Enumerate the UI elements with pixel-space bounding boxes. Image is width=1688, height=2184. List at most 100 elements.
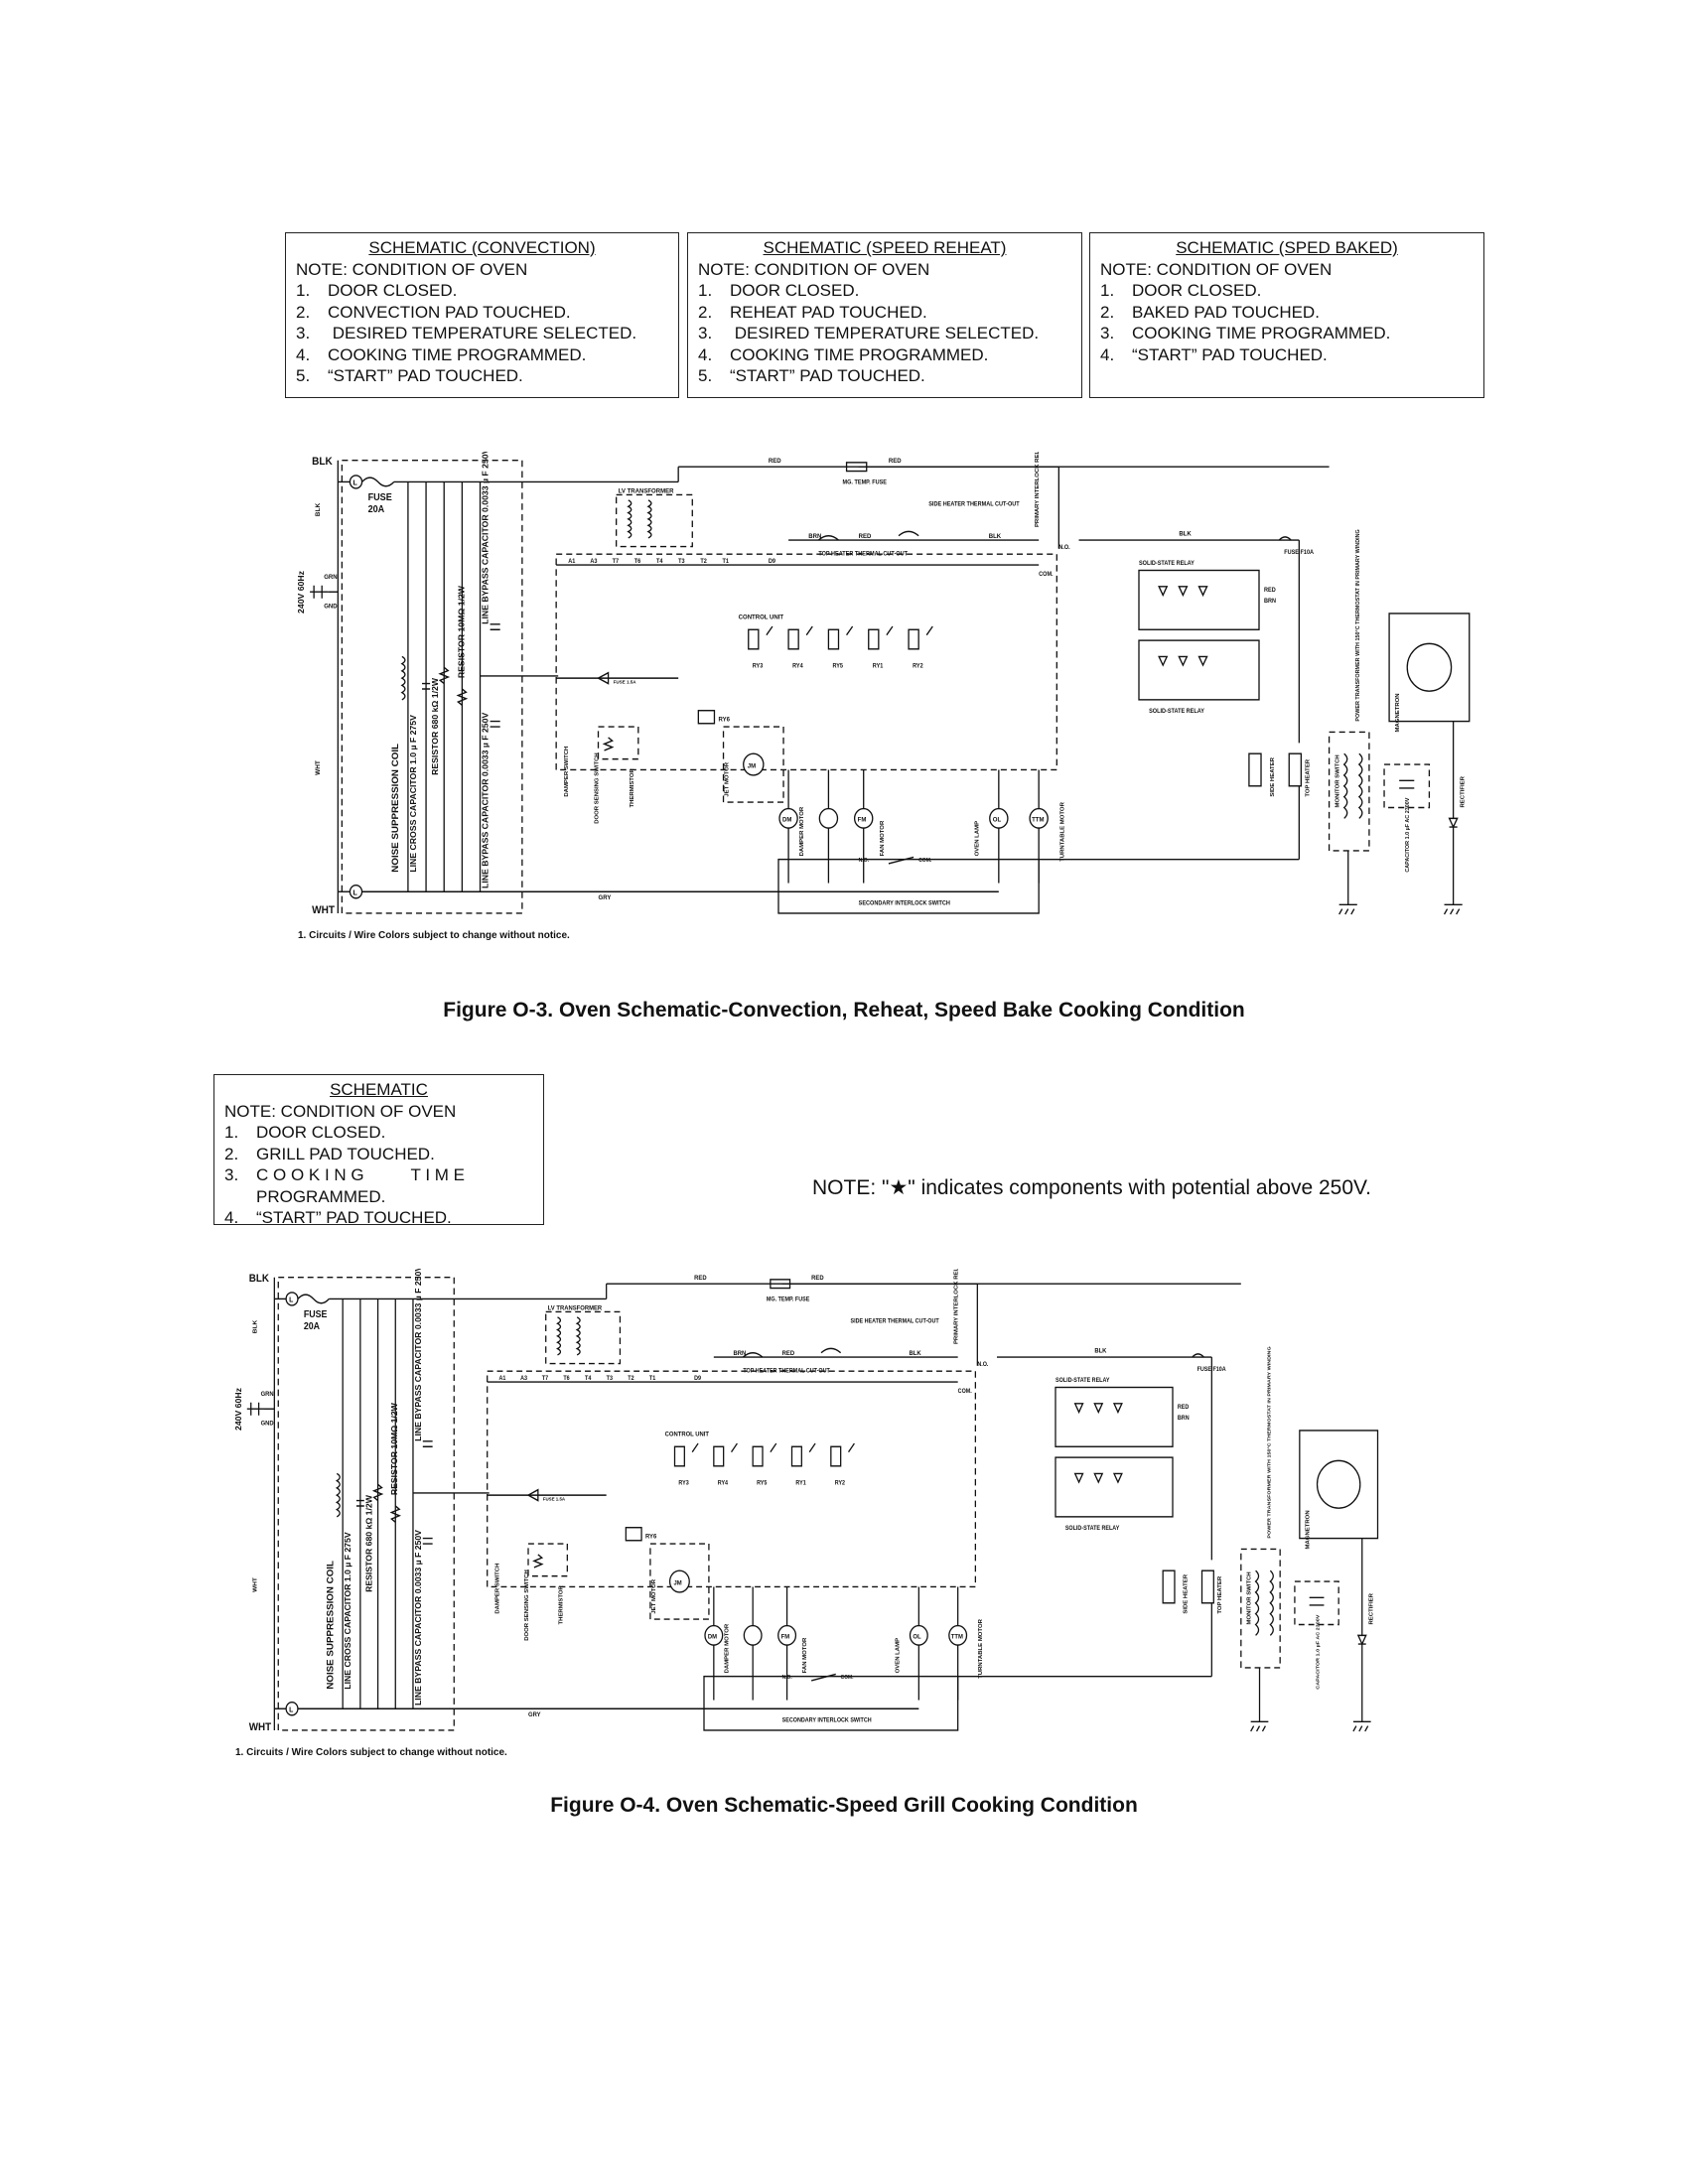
schematic-label: RED (694, 1275, 707, 1282)
fuse-f10a-label: FUSE F10A (1284, 550, 1314, 556)
triac-symbol (1112, 1403, 1123, 1415)
terminal-label: T7 (613, 559, 619, 565)
ground-symbol (1352, 1720, 1371, 1732)
schematic-label: COM. (841, 1675, 854, 1681)
line-bypass-capacitor-top-label: LINE BYPASS CAPACITOR 0.0033 µ F 250V (414, 1269, 423, 1441)
jet-motor-symbol (668, 1570, 690, 1593)
schematic-label: RED (811, 1275, 824, 1282)
schematic-label: TTM (1032, 816, 1044, 823)
rectifier-symbol (1448, 817, 1459, 829)
oven-lamp-label: OVEN LAMP (896, 1638, 902, 1674)
relay-label: RY2 (913, 663, 923, 669)
capacitor-symbol (422, 682, 431, 690)
relay-coil (830, 1445, 842, 1467)
relay-coil (827, 628, 840, 650)
monitor-switch-label: MONITOR SWITCH (1247, 1571, 1253, 1624)
relay-coil (752, 1445, 764, 1467)
noise-filter-box (341, 459, 523, 914)
solid-state-relay-1 (1055, 1386, 1174, 1447)
wire-label-blk: BLK (249, 1274, 270, 1286)
relay-coil (790, 1445, 802, 1467)
box-note: NOTE: CONDITION OF OVEN (698, 259, 930, 279)
triac-symbol (1158, 586, 1169, 598)
item-number: 2. (224, 1144, 239, 1163)
condition-item: 3. DESIRED TEMPERATURE SELECTED. (296, 323, 668, 344)
line-cross-capacitor-label: LINE CROSS CAPACITOR 1.0 µ F 275V (408, 715, 418, 873)
line-bypass-capacitor-bottom-label: LINE BYPASS CAPACITOR 0.0033 µ F 250V (414, 1530, 423, 1706)
line-cross-capacitor-label: LINE CROSS CAPACITOR 1.0 µ F 275V (344, 1532, 352, 1690)
ground-label: GND (261, 1420, 275, 1427)
box-note: NOTE: CONDITION OF OVEN (296, 259, 528, 279)
triac-symbol (1178, 586, 1189, 598)
schematic-label: BLK (252, 1319, 259, 1333)
mg-temp-fuse-label: MG. TEMP. FUSE (843, 479, 888, 485)
triac-symbol (1178, 655, 1189, 667)
power-transformer-label: POWER TRANSFORMER WITH 150°C THERMOSTAT … (1267, 1346, 1273, 1538)
inductor (1269, 1570, 1274, 1636)
ground-label: GND (324, 603, 338, 610)
inductor (1357, 752, 1363, 819)
terminal-label: T7 (542, 1376, 548, 1382)
triac-symbol (1093, 1472, 1104, 1484)
schematic-label: OL (913, 1633, 920, 1640)
thermistor-symbol (602, 737, 615, 751)
magnetron-symbol (1406, 642, 1453, 692)
relay-contact (848, 1442, 855, 1453)
power-transformer-box (1328, 731, 1370, 852)
relay-label: RY5 (757, 1480, 767, 1486)
plug-symbol (310, 585, 329, 599)
schematic-label: GRY (528, 1711, 541, 1718)
capacitor-symbol (355, 1499, 364, 1507)
rectifier-label: RECTIFIER (1369, 1593, 1375, 1624)
wire-label-wht: WHT (249, 1722, 272, 1734)
condition-item: 2.GRILL PAD TOUCHED. (224, 1144, 533, 1165)
schematic-label: L (352, 887, 357, 896)
capacitor-symbol (422, 1440, 433, 1545)
ry6-relay (625, 1527, 642, 1542)
control-unit-box (555, 553, 1057, 771)
schematic-label: BRN (734, 1350, 747, 1357)
thermistor-symbol (532, 1554, 544, 1569)
condition-item: 3. DESIRED TEMPERATURE SELECTED. (698, 323, 1071, 344)
mg-temp-fuse-label: MG. TEMP. FUSE (767, 1297, 810, 1302)
ground-wire-label: GRN (261, 1391, 275, 1398)
item-number: 4. (296, 344, 311, 364)
item-number: 1. (1100, 281, 1115, 300)
triac-symbol (1158, 655, 1169, 667)
capacitor-symbol (490, 623, 500, 728)
terminal-label: T6 (563, 1376, 569, 1382)
fan-motor-label: FAN MOTOR (880, 820, 886, 857)
box-heading: SCHEMATIC (330, 1080, 428, 1099)
terminal-label: T1 (723, 559, 730, 565)
schematic-label: DM (708, 1633, 717, 1640)
condition-item: 4.COOKING TIME PROGRAMMED. (296, 344, 668, 366)
resistor-symbol (371, 1483, 384, 1502)
schematic-label: BLK (315, 502, 322, 516)
schematic-note-box-2: SCHEMATIC (SPEED REHEAT)NOTE: CONDITION … (687, 232, 1082, 398)
rectifier-label: RECTIFIER (1461, 775, 1467, 807)
schematic-label: L (289, 1705, 294, 1713)
wire-label-blk: BLK (312, 457, 333, 468)
item-text: CONVECTION PAD TOUCHED. (328, 302, 571, 322)
item-number: 5. (698, 366, 713, 385)
lv-transformer-box (545, 1310, 622, 1365)
item-number: 4. (698, 344, 713, 364)
condition-item: 1.DOOR CLOSED. (698, 280, 1071, 302)
schematic-label: RED (889, 458, 902, 465)
item-number: 1. (296, 281, 311, 300)
relay-label: RY4 (792, 663, 803, 669)
top-heater-label: TOP HEATER (1217, 1576, 1223, 1614)
box-heading: SCHEMATIC (SPED BAKED) (1176, 238, 1398, 257)
inductor (335, 1472, 341, 1518)
schematic-label: N.O. (977, 1362, 988, 1368)
plug-symbol (246, 1402, 265, 1416)
ry6-relay (697, 710, 716, 725)
line-bypass-capacitor-bottom-label: LINE BYPASS CAPACITOR 0.0033 µ F 250V (481, 712, 491, 888)
item-number: 1. (698, 281, 713, 300)
item-text: REHEAT PAD TOUCHED. (730, 302, 927, 322)
terminal-label: T3 (678, 559, 684, 565)
oven-lamp-label: OVEN LAMP (975, 821, 981, 857)
ry6-label: RY6 (719, 716, 731, 723)
control-unit-label: CONTROL UNIT (665, 1431, 710, 1437)
